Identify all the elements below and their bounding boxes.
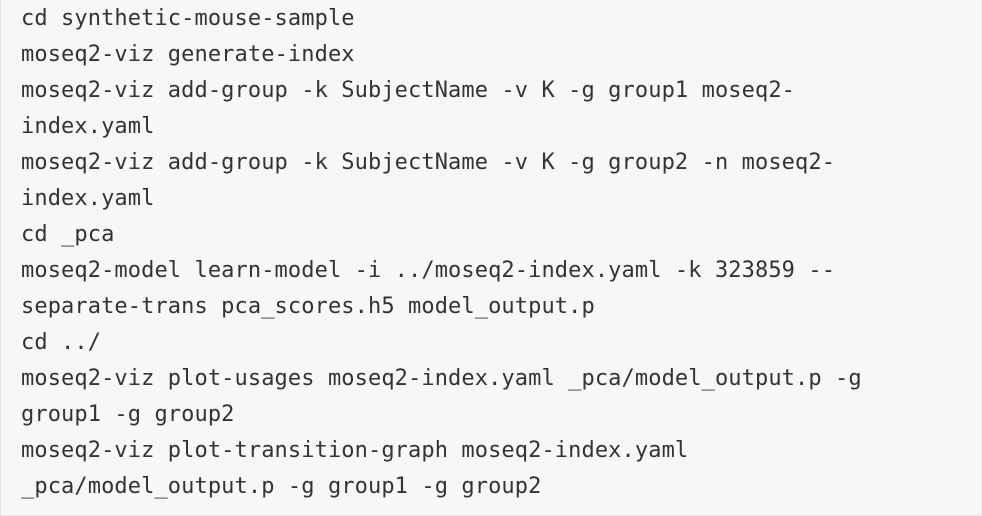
code-line-2: moseq2-viz generate-index <box>21 42 355 67</box>
code-line-1: cd synthetic-mouse-sample <box>21 6 355 31</box>
code-line-13: moseq2-viz plot-transition-graph moseq2-… <box>21 438 689 463</box>
code-line-9: separate-trans pca_scores.h5 model_outpu… <box>21 294 595 319</box>
code-line-7: cd _pca <box>21 222 115 247</box>
code-line-4: index.yaml <box>21 114 155 139</box>
code-line-5: moseq2-viz add-group -k SubjectName -v K… <box>21 150 836 175</box>
code-lines: cd synthetic-mouse-sample moseq2-viz gen… <box>21 1 981 505</box>
code-line-14: _pca/model_output.p -g group1 -g group2 <box>21 474 542 499</box>
code-line-10: cd ../ <box>21 330 102 355</box>
code-line-12: group1 -g group2 <box>21 402 235 427</box>
code-line-8: moseq2-model learn-model -i ../moseq2-in… <box>21 258 836 283</box>
code-line-11: moseq2-viz plot-usages moseq2-index.yaml… <box>21 366 862 391</box>
code-line-6: index.yaml <box>21 186 155 211</box>
code-line-3: moseq2-viz add-group -k SubjectName -v K… <box>21 78 796 103</box>
